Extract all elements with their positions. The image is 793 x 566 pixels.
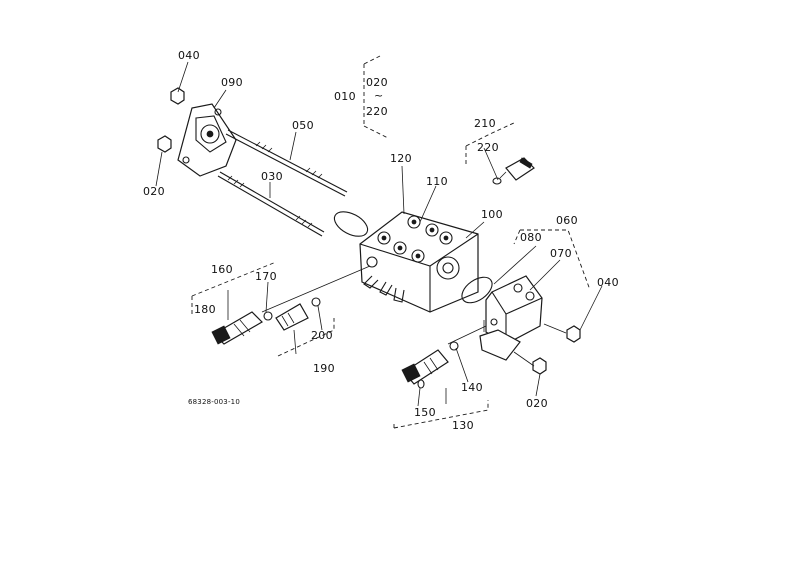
label-180: 180	[194, 303, 216, 316]
fitting-220	[492, 157, 535, 185]
label-120: 120	[390, 152, 412, 165]
label-060: 060	[556, 214, 578, 227]
nut-040-right	[566, 325, 581, 343]
relief-valve-130	[401, 341, 459, 389]
label-020-left: 020	[143, 185, 165, 198]
drawing-number: 68328-003-10	[188, 398, 240, 406]
nut-020-left	[157, 135, 172, 153]
label-090: 090	[221, 76, 243, 89]
label-220-fitting: 220	[477, 141, 499, 154]
label-040-top: 040	[178, 49, 200, 62]
label-170: 170	[255, 270, 277, 283]
o-ring-080	[461, 276, 493, 304]
o-ring-120	[333, 211, 369, 237]
nut-040-top	[170, 87, 185, 105]
label-160: 160	[211, 263, 233, 276]
end-cover-plate	[177, 103, 237, 177]
label-100: 100	[481, 208, 503, 221]
label-080: 080	[520, 231, 542, 244]
label-220-group: 220	[366, 105, 388, 118]
group-brackets	[191, 55, 591, 429]
tie-rod-030	[217, 171, 325, 237]
main-valve-body	[359, 211, 479, 313]
label-150: 150	[414, 406, 436, 419]
label-020-group: 020	[366, 76, 388, 89]
leader-lines	[155, 61, 603, 407]
label-210: 210	[474, 117, 496, 130]
label-040-right: 040	[597, 276, 619, 289]
label-range-tilde: ~	[374, 89, 384, 102]
label-010: 010	[334, 90, 356, 103]
label-200: 200	[311, 329, 333, 342]
relief-valve-180	[211, 311, 273, 345]
label-130: 130	[452, 419, 474, 432]
label-030: 030	[261, 170, 283, 183]
label-190: 190	[313, 362, 335, 375]
nut-020-bottom	[532, 357, 547, 375]
label-050: 050	[292, 119, 314, 132]
tie-rod-050	[225, 129, 348, 197]
label-020-bottom: 020	[526, 397, 548, 410]
label-140: 140	[461, 381, 483, 394]
end-section-block	[479, 275, 543, 361]
valve-cartridge-190	[275, 297, 321, 331]
label-110: 110	[426, 175, 448, 188]
label-070: 070	[550, 247, 572, 260]
